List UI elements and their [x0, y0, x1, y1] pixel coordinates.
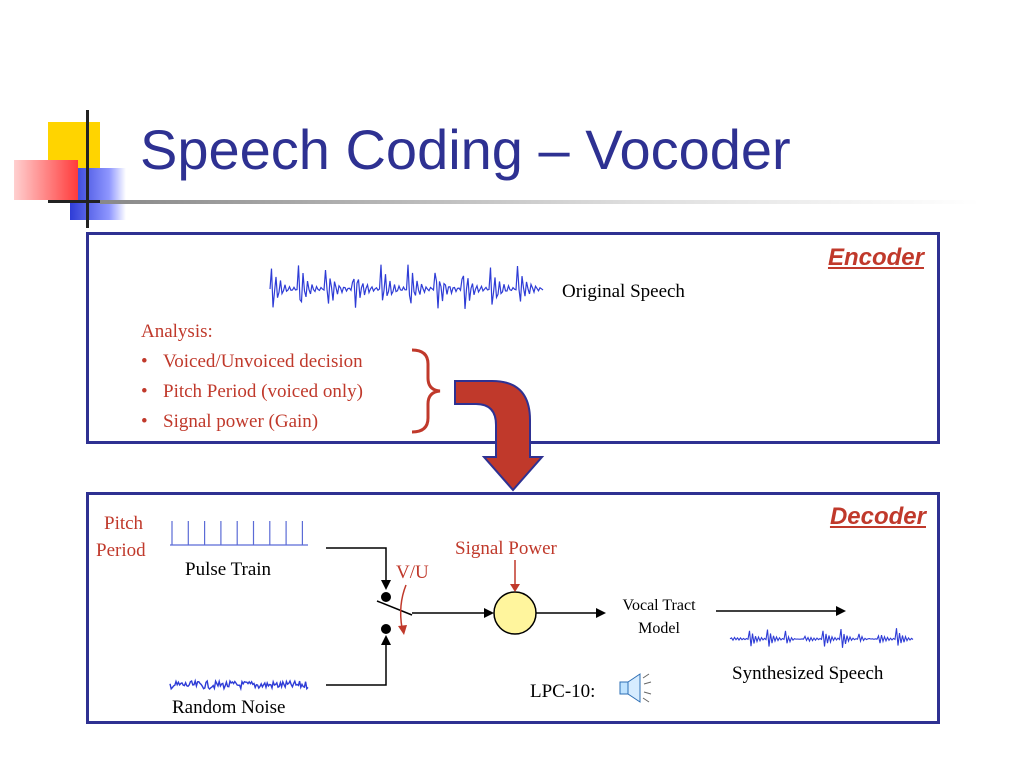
speaker-icon-wave	[642, 673, 650, 679]
signal-power-label: Signal Power	[455, 538, 557, 559]
analysis-brace	[411, 348, 441, 434]
random-noise-label: Random Noise	[172, 697, 286, 718]
switch-contact-bottom	[381, 624, 391, 634]
noise-connector-arrowhead	[381, 635, 391, 645]
pulse-train-graphic	[170, 521, 308, 546]
pulse-train-label: Pulse Train	[185, 559, 272, 580]
logo-blue-square	[70, 168, 126, 220]
lpc-label: LPC-10:	[530, 681, 596, 702]
slide-logo	[0, 100, 140, 230]
synthesized-speech-waveform	[729, 628, 914, 648]
analysis-heading: Analysis:	[141, 321, 213, 342]
random-noise-graphic	[169, 678, 309, 692]
speaker-icon-wave	[643, 691, 652, 695]
vocal-tract-line1: Vocal Tract	[622, 597, 696, 614]
vu-switch-lever	[376, 600, 413, 616]
logo-red-square	[14, 160, 78, 200]
vu-curved-arrow	[399, 584, 407, 629]
switch-contact-top	[381, 592, 391, 602]
speaker-icon[interactable]	[619, 673, 652, 703]
pitch-label-line2: Period	[96, 540, 146, 561]
speaker-icon-wave	[642, 697, 650, 703]
pulse-train-connector	[326, 547, 387, 585]
signal-power-arrowhead	[510, 584, 520, 592]
pitch-label-line1: Pitch	[104, 513, 144, 534]
analysis-item: Pitch Period (voiced only)	[141, 377, 363, 407]
analysis-list: Voiced/Unvoiced decision Pitch Period (v…	[141, 347, 363, 437]
original-speech-waveform	[269, 264, 544, 309]
gain-to-vocal-tract-arrowhead	[596, 608, 606, 618]
random-noise-connector	[326, 640, 387, 686]
speaker-icon-cone	[627, 673, 641, 703]
logo-vertical-line	[86, 110, 89, 228]
encoder-label: Encoder	[827, 244, 924, 271]
speaker-icon-wave	[643, 681, 652, 685]
decoder-label: Decoder	[829, 503, 926, 530]
slide-title: Speech Coding – Vocoder	[140, 118, 791, 181]
original-speech-label: Original Speech	[562, 281, 685, 302]
gain-circle	[493, 591, 537, 635]
analysis-item: Voiced/Unvoiced decision	[141, 347, 363, 377]
analysis-item: Signal power (Gain)	[141, 407, 363, 437]
vocal-tract-output-arrowhead	[836, 606, 846, 616]
switch-to-gain-arrowhead	[484, 608, 494, 618]
vocal-tract-line2: Model	[638, 620, 680, 637]
pulse-connector-arrowhead	[381, 580, 391, 590]
logo-horizontal-line	[48, 200, 140, 203]
encoder-to-decoder-arrow	[454, 380, 545, 492]
vu-arrowhead	[398, 625, 407, 635]
speaker-icon-body	[619, 681, 629, 695]
vocal-tract-label: Vocal Tract Model	[602, 594, 716, 640]
synthesized-speech-label: Synthesized Speech	[732, 663, 884, 684]
vu-label: V/U	[396, 562, 429, 583]
title-underline	[100, 200, 980, 204]
decoder-panel	[86, 492, 940, 724]
